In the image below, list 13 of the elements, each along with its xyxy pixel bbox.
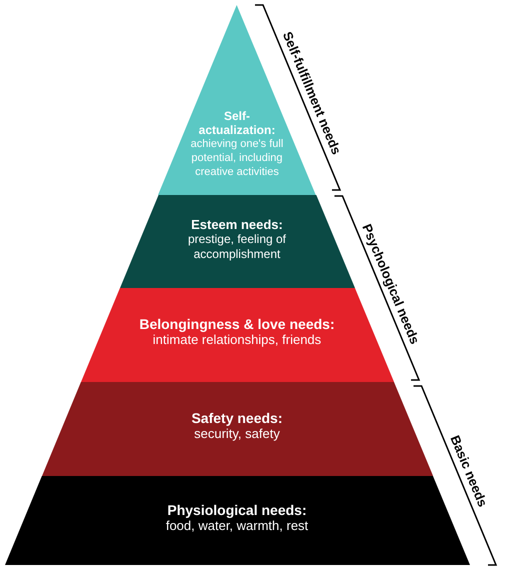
tier-heading: Physiological needs: (166, 502, 308, 518)
tier-description: security, safety (193, 426, 281, 442)
tier-heading: Esteem needs: (190, 217, 284, 232)
pyramid-tier (42, 382, 433, 476)
tier-description: intimate relationships, friends (152, 332, 322, 348)
tier-description: food, water, warmth, rest (164, 518, 310, 534)
bracket-label: Basic needs (447, 433, 490, 510)
tier-description: prestige, feeling of accomplishment (186, 232, 288, 262)
pyramid-tier (120, 195, 355, 288)
tier-description: achieving one's full potential, including creative activities (190, 137, 284, 179)
tier-heading: Belongingness & love needs: (138, 316, 336, 332)
tier-heading: Self-actualization: (198, 109, 276, 137)
tier-heading: Safety needs: (190, 410, 284, 426)
